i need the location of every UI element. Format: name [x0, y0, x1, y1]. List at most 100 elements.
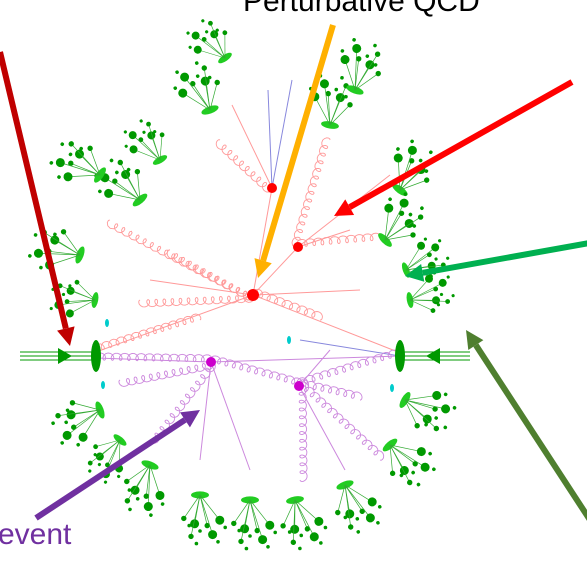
hadron	[432, 390, 442, 400]
hadron	[64, 420, 68, 425]
beam-remnant	[91, 340, 101, 372]
hadron	[238, 538, 244, 545]
hadron	[88, 469, 92, 473]
hadron-track	[329, 104, 351, 126]
hadron	[190, 81, 196, 87]
hadron	[103, 480, 108, 484]
hadron	[446, 256, 450, 260]
hadron	[425, 274, 434, 283]
hadron	[429, 150, 433, 155]
hadron-track	[107, 439, 121, 466]
hadron	[95, 452, 104, 461]
arrow-red-shaft	[348, 79, 574, 210]
hadron	[68, 160, 74, 167]
hadron	[248, 534, 252, 538]
photon	[390, 384, 394, 392]
hadron	[340, 49, 345, 53]
hadron-group	[49, 141, 106, 183]
hadron	[117, 474, 121, 479]
secondary-parton	[299, 339, 401, 357]
hadron	[343, 515, 348, 520]
hadron	[420, 462, 430, 472]
event-label: event	[0, 518, 72, 551]
hadron	[210, 30, 219, 39]
hadron	[135, 497, 140, 501]
hadron-track	[60, 285, 96, 301]
hadron	[359, 508, 365, 514]
hadron	[273, 530, 277, 535]
hadron	[205, 30, 209, 34]
hadron-track	[314, 96, 331, 126]
hadron	[181, 515, 187, 522]
hadron	[127, 488, 132, 492]
hadron	[399, 198, 409, 208]
hadron	[173, 86, 178, 90]
hadron-group	[186, 19, 232, 64]
arrow-purple-shaft	[34, 417, 187, 521]
hadron-track	[149, 464, 161, 496]
hadron-track	[114, 180, 141, 201]
hadron	[175, 70, 179, 74]
hadron	[180, 72, 190, 82]
hadron-track	[404, 395, 437, 401]
hadron-track	[140, 139, 161, 161]
hadron	[244, 546, 249, 551]
hadron	[186, 31, 190, 35]
gluon-line	[298, 381, 385, 461]
hadron-track	[57, 409, 101, 417]
hadron	[416, 447, 426, 457]
hadron-group	[123, 119, 168, 165]
hadron	[410, 232, 416, 238]
hadron	[112, 178, 118, 184]
hadron-group	[94, 158, 148, 207]
hadron-track	[148, 124, 161, 161]
hadron-track	[104, 177, 141, 201]
hadron	[388, 197, 392, 202]
hadron	[201, 36, 207, 42]
hadron-track	[67, 299, 96, 302]
hadron-track	[329, 85, 347, 126]
hadron	[146, 121, 151, 127]
hadron	[407, 479, 413, 486]
hadron-groups	[28, 19, 457, 551]
hadron-track	[137, 171, 141, 201]
hadron-track	[203, 39, 226, 59]
hadron	[452, 406, 457, 410]
hadron	[215, 515, 225, 525]
hadron	[201, 65, 207, 71]
hadron	[64, 299, 70, 304]
hadron-track	[199, 494, 208, 526]
hadron	[115, 170, 119, 175]
hadron	[128, 507, 132, 512]
hadron	[356, 530, 361, 534]
gluon-line	[251, 288, 323, 321]
hadron	[434, 257, 438, 261]
hadron-track	[58, 299, 96, 306]
hadron-track	[133, 149, 161, 161]
hadron-track	[327, 93, 331, 126]
hadron	[445, 299, 451, 304]
hadron	[423, 237, 428, 241]
hadron-track	[190, 494, 201, 537]
hadron	[231, 520, 237, 527]
hadron-track	[67, 174, 101, 178]
hadron	[290, 524, 300, 534]
hadron	[63, 172, 73, 182]
hadron-track	[404, 399, 418, 426]
hadron	[373, 43, 377, 48]
hadron-track	[292, 499, 296, 543]
hadron	[408, 158, 415, 164]
hadron	[290, 539, 297, 546]
hadron	[117, 159, 123, 166]
hadron	[424, 422, 428, 427]
hadron	[60, 142, 65, 146]
hadron	[55, 158, 65, 168]
hadron	[204, 522, 210, 529]
hadron	[153, 130, 157, 134]
gluon-line	[93, 313, 202, 353]
hadron	[398, 210, 405, 216]
hadron	[49, 306, 53, 311]
hadron	[93, 444, 98, 450]
hadron	[432, 296, 441, 305]
